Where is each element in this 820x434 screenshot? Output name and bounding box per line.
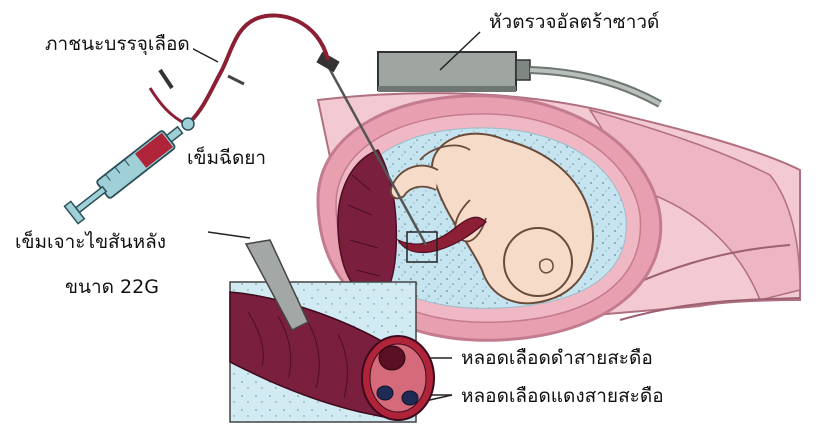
label-umbilical-vein: หลอดเลือดดำสายสะดือ — [458, 346, 656, 370]
umbilical-vein-section — [379, 346, 405, 370]
blood-tubing — [190, 15, 328, 122]
umbilical-artery-section — [402, 391, 418, 405]
label-umbilical-arteries: หลอดเลือดแดงสายสะดือ — [458, 384, 667, 408]
umbilical-artery-section — [377, 386, 393, 400]
label-syringe: เข็มฉีดยา — [184, 146, 269, 170]
bag-connector — [160, 70, 172, 88]
stopcock — [182, 118, 194, 130]
label-spinal-needle: เข็มเจาะไขสันหลัง — [12, 230, 169, 254]
syringe — [64, 121, 186, 223]
label-ultrasound-probe: หัวตรวจอัลตร้าซาวด์ — [486, 10, 662, 34]
label-blood-bag: ภาชนะบรรจุเลือด — [42, 32, 193, 56]
label-needle-size: ขนาด 22G — [62, 275, 162, 299]
tube-clamp — [228, 76, 244, 84]
blood-bag-line — [150, 88, 186, 124]
